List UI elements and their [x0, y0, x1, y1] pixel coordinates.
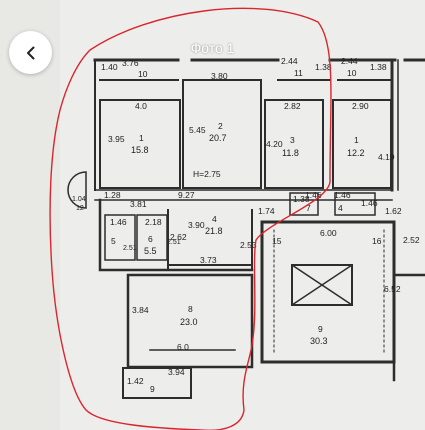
back-button[interactable]	[9, 31, 52, 74]
label-bottom-d1: 1.42	[127, 376, 144, 386]
chevron-left-icon	[26, 46, 34, 59]
label-room5-d2: 2.51	[123, 245, 137, 252]
label-small-a-d2: 1.46	[305, 190, 322, 200]
label-room4-d2: 1.74	[258, 206, 275, 216]
label-top-right-a-d1: 2.44	[281, 56, 298, 66]
label-room9-num: 9	[318, 324, 323, 334]
label-room2-height: H=2.75	[193, 169, 221, 179]
label-room8-num: 8	[188, 304, 193, 314]
label-room2-side: 5.45	[189, 125, 206, 135]
label-room3-side: 4.20	[266, 139, 283, 149]
label-top-left-d1: 1.40	[101, 62, 118, 72]
label-room1-area: 15.8	[131, 145, 149, 155]
label-room6-num: 6	[148, 234, 153, 244]
label-top-left-room: 10	[138, 69, 148, 79]
label-room8-area: 23.0	[180, 317, 198, 327]
label-room4-d5: 3.73	[200, 255, 217, 265]
label-room1-num: 1	[139, 133, 144, 143]
label-room3-num: 3	[290, 135, 295, 145]
label-stairs-d3: 6.52	[384, 284, 401, 294]
label-room4-d3: 2.62	[170, 232, 187, 242]
label-room9-area: 30.3	[310, 336, 328, 346]
label-room6-d1: 2.18	[145, 217, 162, 227]
label-room1b-side: 4.19	[378, 152, 395, 162]
label-stairs-d1: 6.00	[320, 228, 337, 238]
label-room4-d1: 3.90	[188, 220, 205, 230]
label-corridor-d2: 9.27	[178, 190, 195, 200]
label-bottom-d2: 3.94	[168, 367, 185, 377]
label-room8-side: 3.84	[132, 305, 149, 315]
label-small-b-d2: 1.46	[361, 198, 378, 208]
label-room4-num: 4	[212, 214, 217, 224]
label-room6-d2: 2.51	[167, 239, 181, 246]
label-top-right-a-room: 11	[294, 68, 303, 78]
label-corridor-d3: 1.28	[104, 190, 121, 200]
label-room5-num: 5	[111, 236, 116, 246]
label-corridor-d5: 12	[76, 205, 84, 212]
label-room1-side: 3.95	[108, 134, 125, 144]
label-room1b-num: 1	[354, 135, 359, 145]
label-room8-d1: 6.0	[177, 342, 189, 352]
label-room3-width: 2.82	[284, 101, 301, 111]
label-small-a-d1: 1.38	[293, 194, 310, 204]
label-top-mid-d1: 3.80	[211, 71, 228, 81]
label-small-b-room: 4	[338, 203, 343, 213]
label-stairs-left: 15	[272, 236, 282, 246]
label-corridor-d1: 3.81	[130, 199, 147, 209]
label-room4-d4: 2.53	[240, 240, 257, 250]
label-stairs-right: 16	[372, 236, 382, 246]
label-room1b-width: 2.90	[352, 101, 369, 111]
label-top-left-d2: 3.76	[122, 58, 139, 68]
label-top-right-b-d2: 1.38	[370, 62, 387, 72]
red-outline-annotation	[49, 7, 332, 430]
label-room4-area: 21.8	[205, 226, 223, 236]
label-room1-width: 4.0	[135, 101, 147, 111]
label-small-a-room: 7	[306, 203, 311, 213]
photo-title: Фото 1	[190, 40, 235, 56]
label-room1b-area: 12.2	[347, 148, 365, 158]
label-room2-area: 20.7	[209, 133, 227, 143]
label-room3-area: 11.8	[282, 148, 299, 158]
label-room6-area: 5.5	[144, 246, 157, 256]
label-top-right-a-d2: 1.38	[315, 62, 332, 72]
label-corridor-d4: 1.04	[72, 196, 86, 203]
label-room5-d1: 1.46	[110, 217, 127, 227]
label-small-b-d3: 1.62	[385, 206, 402, 216]
label-bottom-room: 9	[150, 384, 155, 394]
walls	[67, 58, 425, 399]
label-top-right-b-room: 10	[347, 68, 357, 78]
plan-labels: 1.40 3.76 10 3.80 2.44 1.38 11 2.44 1.38…	[72, 56, 420, 394]
label-room2-num: 2	[218, 121, 223, 131]
label-stairs-d2: 2.52	[403, 235, 420, 245]
label-small-b-d1: 1.46	[334, 190, 351, 200]
label-top-right-b-d1: 2.44	[341, 56, 358, 66]
